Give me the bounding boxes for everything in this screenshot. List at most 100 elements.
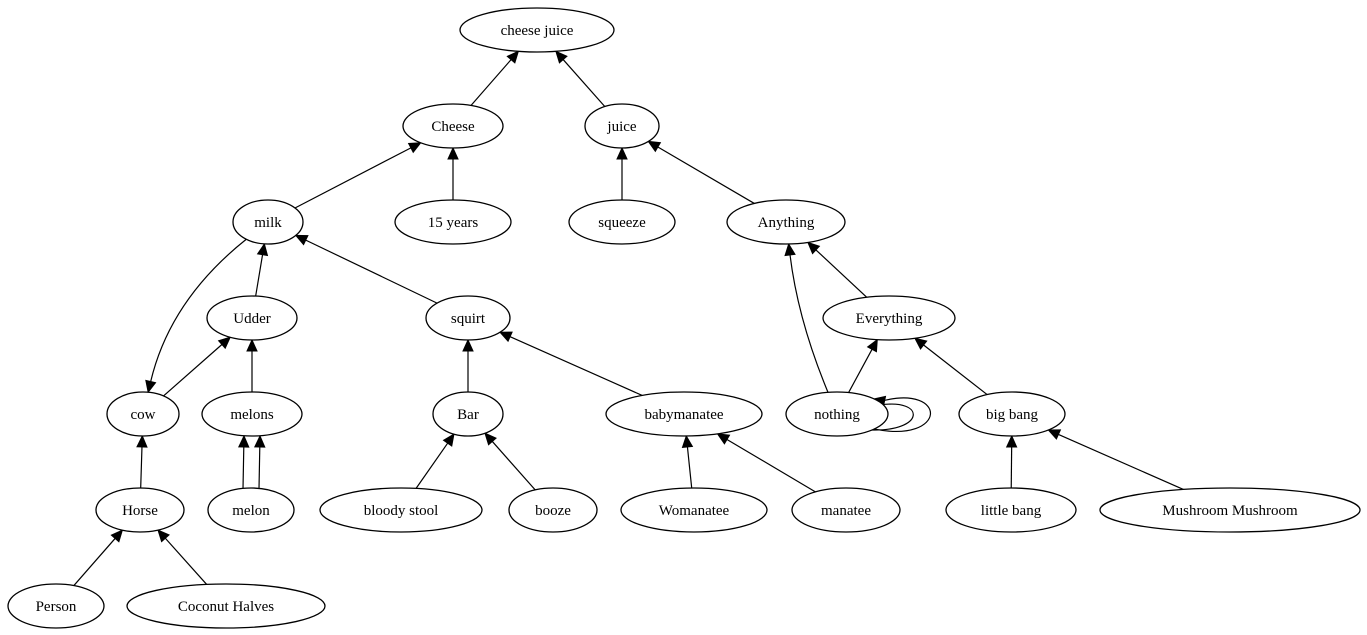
- edge-little-bang-to-big-bang: [1005, 434, 1018, 489]
- node-booze: booze: [508, 487, 598, 533]
- edge-womanatee-to-babymanatee: [681, 434, 694, 489]
- node-mushroom: Mushroom Mushroom: [1099, 487, 1361, 533]
- edge-melons-to-udder: [246, 338, 258, 392]
- edge-babymanatee-to-squirt: [498, 331, 643, 396]
- node-nothing: nothing: [785, 391, 889, 437]
- node-coconut: Coconut Halves: [126, 583, 326, 629]
- node-melons: melons: [201, 391, 303, 437]
- node-label: squirt: [451, 311, 486, 327]
- node-ellipse: [822, 295, 956, 341]
- node-ellipse: [126, 583, 326, 629]
- node-manatee: manatee: [791, 487, 901, 533]
- edge-manatee-to-babymanatee: [716, 433, 816, 493]
- node-label: 15 years: [428, 215, 479, 231]
- node-label: booze: [535, 503, 571, 519]
- node-label: big bang: [986, 407, 1039, 423]
- node-ellipse: [207, 487, 295, 533]
- node-ellipse: [432, 391, 504, 437]
- node-ellipse: [7, 583, 105, 629]
- node-ellipse: [206, 295, 298, 341]
- node-cow: cow: [106, 391, 180, 437]
- node-label: cheese juice: [501, 23, 574, 39]
- node-ellipse: [726, 199, 846, 245]
- node-ellipse: [232, 199, 304, 245]
- edge-udder-to-milk: [255, 242, 269, 297]
- node-melon: melon: [207, 487, 295, 533]
- edge-milk-to-cheese: [294, 142, 422, 209]
- node-label: Anything: [758, 215, 815, 231]
- node-ellipse: [425, 295, 511, 341]
- node-ellipse: [785, 391, 889, 437]
- edge-big-bang-to-everything: [913, 337, 988, 396]
- node-label: Person: [36, 599, 77, 615]
- node-babymanatee: babymanatee: [605, 391, 763, 437]
- node-ellipse: [319, 487, 483, 533]
- node-label: Bar: [457, 407, 479, 423]
- edge-juice-to-cheese-juice: [555, 50, 606, 107]
- edge-milk-to-cow: [145, 238, 247, 394]
- node-squirt: squirt: [425, 295, 511, 341]
- node-ellipse: [459, 7, 615, 53]
- node-ellipse: [201, 391, 303, 437]
- node-label: squeeze: [598, 215, 646, 231]
- edges-layer: [73, 50, 1184, 586]
- node-horse: Horse: [95, 487, 185, 533]
- node-ellipse: [1099, 487, 1361, 533]
- node-ellipse: [508, 487, 598, 533]
- edge-squirt-to-milk: [294, 234, 438, 304]
- node-15-years: 15 years: [394, 199, 512, 245]
- edge-cow-to-udder: [163, 336, 232, 397]
- node-label: melons: [230, 407, 273, 423]
- edge-mushroom-to-big-bang: [1047, 429, 1184, 491]
- node-bar: Bar: [432, 391, 504, 437]
- edge-anything-to-juice: [647, 140, 755, 204]
- node-everything: Everything: [822, 295, 956, 341]
- node-anything: Anything: [726, 199, 846, 245]
- node-ellipse: [394, 199, 512, 245]
- node-ellipse: [605, 391, 763, 437]
- node-womanatee: Womanatee: [620, 487, 768, 533]
- edge-coconut-to-horse: [157, 529, 208, 585]
- node-udder: Udder: [206, 295, 298, 341]
- node-person: Person: [7, 583, 105, 629]
- node-label: Horse: [122, 503, 158, 519]
- edge-bloody-stool-to-bar: [415, 433, 455, 489]
- node-ellipse: [568, 199, 676, 245]
- node-bloody-stool: bloody stool: [319, 487, 483, 533]
- node-label: bloody stool: [364, 503, 439, 519]
- edge-nothing-to-everything: [848, 338, 878, 393]
- node-label: Coconut Halves: [178, 599, 274, 615]
- edge-horse-to-cow: [136, 434, 148, 489]
- edge-15-years-to-cheese: [447, 146, 459, 200]
- node-label: Mushroom Mushroom: [1162, 503, 1298, 519]
- node-little-bang: little bang: [945, 487, 1077, 533]
- node-label: melon: [232, 503, 270, 519]
- node-cheese: Cheese: [402, 103, 504, 149]
- node-big-bang: big bang: [958, 391, 1066, 437]
- edge-booze-to-bar: [484, 432, 536, 491]
- node-label: manatee: [821, 503, 871, 519]
- edge-squeeze-to-juice: [616, 146, 628, 200]
- edge-melon-to-melons: [238, 434, 250, 490]
- node-ellipse: [106, 391, 180, 437]
- node-label: cow: [131, 407, 156, 423]
- node-juice: juice: [584, 103, 660, 149]
- node-ellipse: [620, 487, 768, 533]
- node-label: Cheese: [431, 119, 475, 135]
- node-label: babymanatee: [644, 407, 723, 423]
- node-label: little bang: [981, 503, 1042, 519]
- node-ellipse: [958, 391, 1066, 437]
- node-squeeze: squeeze: [568, 199, 676, 245]
- node-label: Everything: [856, 311, 923, 327]
- node-ellipse: [945, 487, 1077, 533]
- node-ellipse: [584, 103, 660, 149]
- node-milk: milk: [232, 199, 304, 245]
- node-label: juice: [606, 119, 636, 135]
- node-ellipse: [95, 487, 185, 533]
- edge-person-to-horse: [73, 529, 124, 586]
- edge-cheese-to-cheese-juice: [470, 50, 520, 106]
- node-label: nothing: [814, 407, 860, 423]
- node-label: milk: [254, 215, 282, 231]
